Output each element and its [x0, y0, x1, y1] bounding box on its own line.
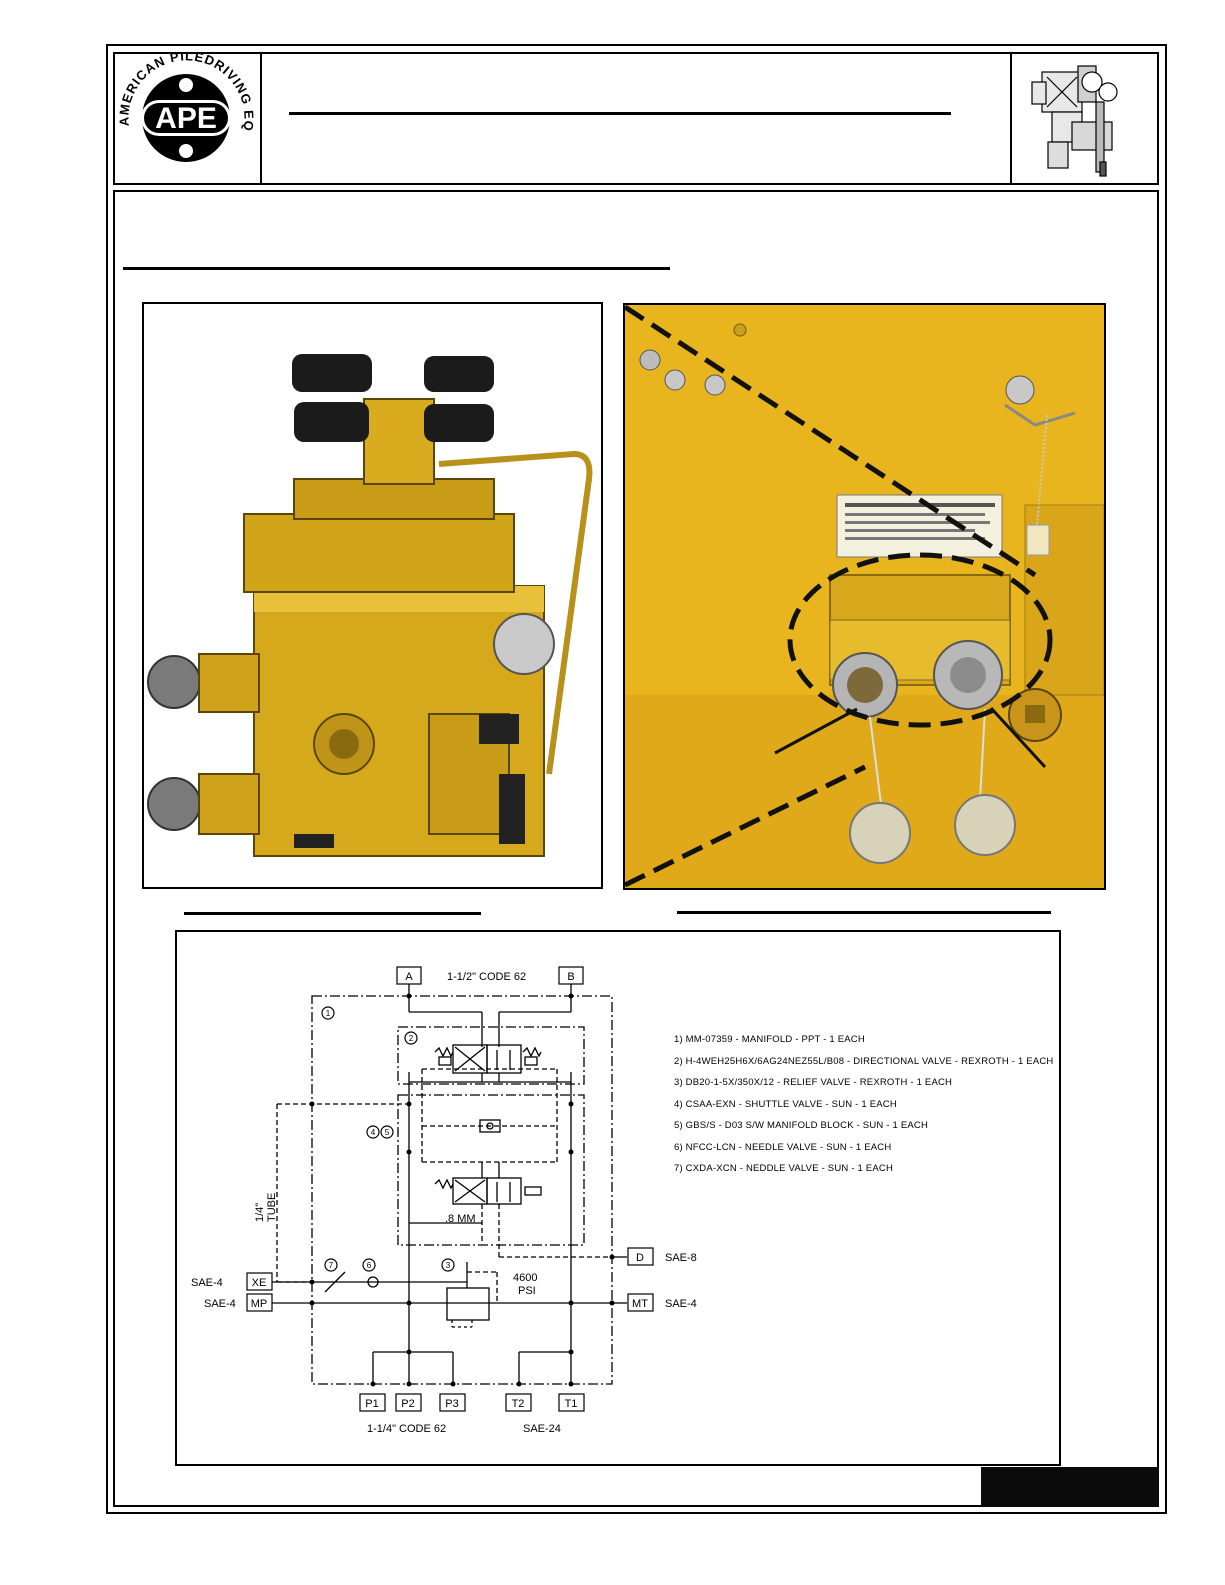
orifice-label: .8 MM — [445, 1213, 476, 1225]
port-d-label: D — [636, 1252, 644, 1264]
section-heading-rule — [123, 267, 670, 270]
schematic-drawing: A B D XE MP MT P1 P2 P3 T2 T1 1-1/2" COD… — [191, 966, 697, 1435]
port-t2-label: T2 — [512, 1398, 525, 1410]
manifold-illustration — [147, 354, 593, 857]
logo-cell: AMERICAN PILEDRIVING EQUIPMENT, INC. APE — [107, 40, 262, 185]
relief-pressure-label: 4600 — [513, 1272, 537, 1284]
page-number-tab — [981, 1467, 1159, 1507]
svg-text:6: 6 — [367, 1261, 372, 1270]
sae-d-label: SAE-8 — [665, 1252, 697, 1264]
header-title-rule — [289, 112, 951, 115]
header-frame — [113, 52, 1159, 185]
port-p3-label: P3 — [445, 1398, 458, 1410]
thumbnail-cell — [1010, 52, 1159, 185]
valve-manifold-photo — [142, 302, 603, 889]
bottom-tank-code: SAE-24 — [523, 1423, 561, 1435]
right-caption-rule — [677, 911, 1051, 914]
port-mp-label: MP — [251, 1298, 268, 1310]
driver-machine-icon — [1031, 65, 1118, 177]
svg-text:1: 1 — [326, 1009, 331, 1018]
parts-list-item: 4) CSAA-EXN - SHUTTLE VALVE - SUN - 1 EA… — [674, 1098, 897, 1110]
quick-connect-photo — [623, 303, 1106, 890]
svg-text:2: 2 — [409, 1034, 414, 1043]
tube-word-label: TUBE — [266, 1193, 278, 1222]
sae-mp-label: SAE-4 — [204, 1298, 236, 1310]
port-p1-label: P1 — [365, 1398, 378, 1410]
quick-connect-illustration — [625, 305, 1104, 888]
ape-logo: AMERICAN PILEDRIVING EQUIPMENT, INC. APE — [107, 40, 256, 162]
hydraulic-schematic: A B D XE MP MT P1 P2 P3 T2 T1 1-1/2" COD… — [175, 930, 1061, 1466]
sae-mt-label: SAE-4 — [665, 1298, 697, 1310]
parts-list: 1) MM-07359 - MANIFOLD - PPT - 1 EACH 2)… — [674, 1029, 1054, 1180]
parts-list-item: 1) MM-07359 - MANIFOLD - PPT - 1 EACH — [674, 1034, 865, 1045]
left-caption-rule — [184, 912, 481, 915]
port-p2-label: P2 — [401, 1398, 414, 1410]
svg-text:7: 7 — [329, 1261, 334, 1270]
port-xe-label: XE — [252, 1277, 267, 1289]
logo-initials: APE — [155, 102, 217, 135]
svg-text:4: 4 — [371, 1128, 376, 1137]
tube-size-label: 1/4" — [254, 1203, 266, 1222]
svg-text:3: 3 — [446, 1261, 451, 1270]
relief-unit-label: PSI — [518, 1285, 536, 1297]
parts-list-item: 2) H-4WEH25H6X/6AG24NEZ55L/B08 - DIRECTI… — [674, 1055, 1054, 1067]
top-code-label: 1-1/2" CODE 62 — [447, 971, 526, 983]
sae-xe-label: SAE-4 — [191, 1277, 223, 1289]
svg-text:5: 5 — [385, 1128, 390, 1137]
port-b-label: B — [567, 971, 574, 983]
parts-list-item: 6) NFCC-LCN - NEEDLE VALVE - SUN - 1 EAC… — [674, 1141, 892, 1153]
parts-list-item: 5) GBS/S - D03 S/W MANIFOLD BLOCK - SUN … — [674, 1120, 929, 1131]
page-border — [106, 44, 1167, 1514]
parts-list-item: 7) CXDA-XCN - NEDDLE VALVE - SUN - 1 EAC… — [674, 1163, 893, 1174]
port-mt-label: MT — [632, 1298, 648, 1310]
bottom-pressure-code: 1-1/4" CODE 62 — [367, 1423, 446, 1435]
port-t1-label: T1 — [565, 1398, 578, 1410]
content-frame — [113, 190, 1159, 1507]
port-a-label: A — [405, 971, 413, 983]
parts-list-item: 3) DB20-1-5X/350X/12 - RELIEF VALVE - RE… — [674, 1077, 953, 1088]
